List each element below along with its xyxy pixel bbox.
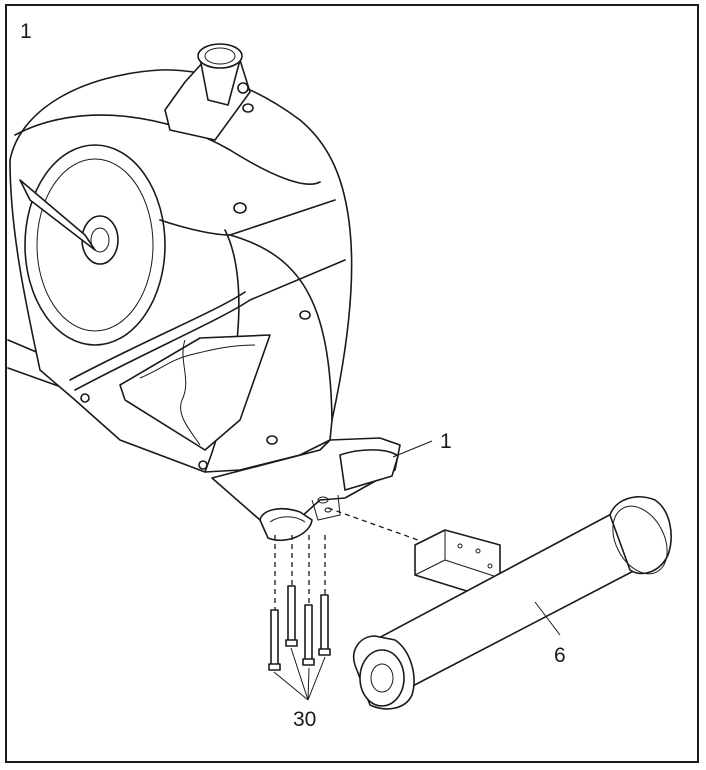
bolts bbox=[268, 585, 331, 671]
flywheel-housing bbox=[7, 69, 353, 473]
diagram-border bbox=[5, 4, 699, 763]
callout-frame-part: 1 bbox=[440, 430, 452, 453]
seat-post-tube bbox=[164, 43, 251, 141]
step-number: 1 bbox=[20, 20, 32, 43]
front-stabilizer bbox=[353, 496, 672, 710]
callout-stabilizer-part: 6 bbox=[554, 644, 566, 667]
vent-cutout bbox=[119, 334, 271, 451]
callout-bolt-part: 30 bbox=[293, 708, 316, 731]
front-frame-bracket bbox=[211, 437, 401, 542]
